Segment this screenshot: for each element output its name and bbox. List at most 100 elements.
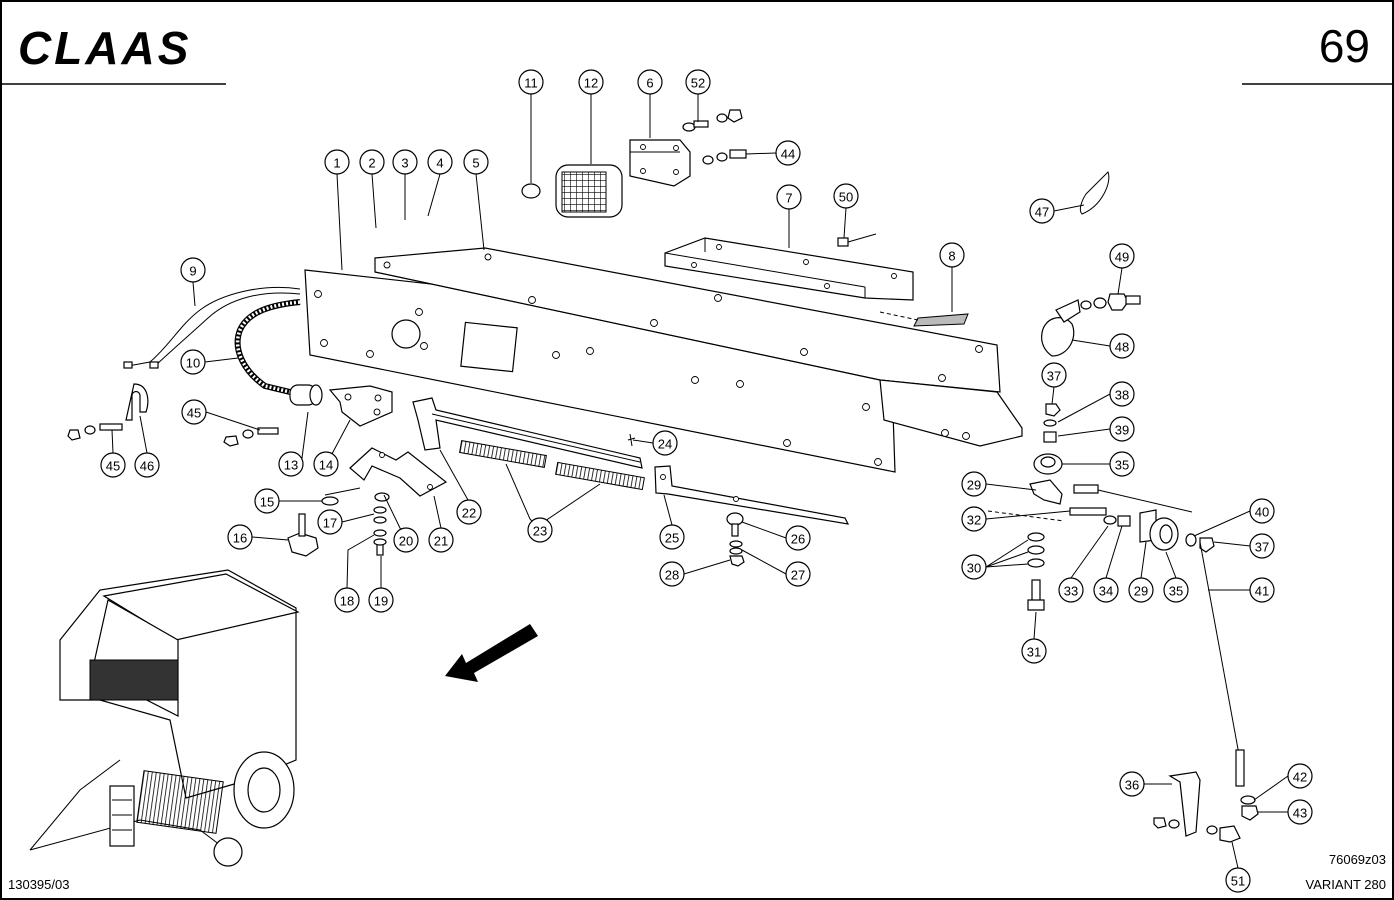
callout-6: 6 (637, 69, 663, 95)
callout-22: 22 (456, 499, 482, 525)
callout-number: 30 (967, 561, 981, 576)
callout-number: 42 (1293, 770, 1307, 785)
main-plate (304, 247, 1023, 473)
callout-number: 1 (333, 156, 340, 171)
callout-37b: 37 (1249, 533, 1275, 559)
callout-circle (1249, 533, 1275, 559)
callout-circle (181, 399, 207, 425)
callout-13: 13 (278, 451, 304, 477)
callout-21: 21 (428, 527, 454, 553)
callout-circle (1058, 577, 1084, 603)
sticker-part-8 (913, 313, 969, 327)
callout-circle (1041, 362, 1067, 388)
callout-circle (368, 587, 394, 613)
callout-circle (254, 488, 280, 514)
callout-circle (1109, 333, 1135, 359)
callout-4: 4 (427, 149, 453, 175)
callout-1: 1 (324, 149, 350, 175)
callout-34: 34 (1093, 577, 1119, 603)
callout-number: 52 (691, 76, 705, 91)
callout-30: 30 (961, 554, 987, 580)
strip-part-25 (654, 465, 850, 525)
callout-circle (776, 184, 802, 210)
callout-33: 33 (1058, 577, 1084, 603)
clamp-45-46 (67, 383, 279, 447)
callout-circle (1249, 577, 1275, 603)
callout-number: 5 (472, 156, 479, 171)
callout-number: 12 (584, 76, 598, 91)
callout-number: 48 (1115, 340, 1129, 355)
callout-number: 7 (785, 191, 792, 206)
callout-number: 26 (791, 532, 805, 547)
callout-circle (359, 149, 385, 175)
callout-number: 45 (187, 406, 201, 421)
callout-number: 29 (967, 478, 981, 493)
channel-part-7 (664, 237, 914, 301)
fasteners-15-19 (287, 492, 390, 557)
callout-circle (1109, 243, 1135, 269)
callout-38: 38 (1109, 381, 1135, 407)
callout-circle (393, 527, 419, 553)
leader-line-32 (974, 510, 1071, 520)
callout-number: 36 (1125, 778, 1139, 793)
callout-number: 34 (1099, 584, 1113, 599)
callout-circle (1109, 451, 1135, 477)
callout-number: 20 (399, 534, 413, 549)
callout-29a: 29 (961, 471, 987, 497)
callout-16: 16 (227, 524, 253, 550)
callout-circle (1021, 638, 1047, 664)
callout-number: 32 (967, 513, 981, 528)
callout-51: 51 (1225, 867, 1251, 893)
direction-arrow (445, 624, 538, 682)
callout-number: 11 (524, 76, 538, 91)
callout-circle (659, 561, 685, 587)
callout-number: 14 (319, 458, 333, 473)
callout-circle (100, 452, 126, 478)
callout-number: 37 (1047, 369, 1061, 384)
callout-12: 12 (578, 69, 604, 95)
callout-number: 51 (1231, 874, 1245, 889)
callout-circle (1287, 799, 1313, 825)
callout-32: 32 (961, 506, 987, 532)
callout-number: 31 (1027, 645, 1041, 660)
callout-49: 49 (1109, 243, 1135, 269)
callout-27: 27 (785, 561, 811, 587)
cables-9-10 (123, 286, 323, 406)
callout-circle (785, 525, 811, 551)
callout-number: 8 (948, 249, 955, 264)
callout-circle (659, 524, 685, 550)
callout-circle (463, 149, 489, 175)
callout-29b: 29 (1128, 577, 1154, 603)
callout-number: 50 (839, 190, 853, 205)
callout-number: 6 (646, 76, 653, 91)
callout-circle (427, 149, 453, 175)
callout-number: 46 (140, 459, 154, 474)
callout-circle (392, 149, 418, 175)
page-number: 69 (1319, 20, 1370, 72)
callout-number: 19 (374, 594, 388, 609)
callout-circle (685, 69, 711, 95)
callout-number: 21 (434, 534, 448, 549)
callout-47: 47 (1029, 198, 1055, 224)
lamp-assembly (521, 109, 877, 247)
callout-number: 18 (340, 594, 354, 609)
callout-number: 49 (1115, 250, 1129, 265)
pin-part-24 (627, 433, 636, 447)
callout-37a: 37 (1041, 362, 1067, 388)
callout-number: 44 (781, 147, 795, 162)
callout-8: 8 (939, 242, 965, 268)
callout-circle (456, 499, 482, 525)
callout-circle (1128, 577, 1154, 603)
callout-circle (652, 430, 678, 456)
callout-28: 28 (659, 561, 685, 587)
callout-number: 15 (260, 495, 274, 510)
callout-number: 38 (1115, 388, 1129, 403)
callout-number: 35 (1169, 584, 1183, 599)
callout-circle (1225, 867, 1251, 893)
callout-circle (227, 524, 253, 550)
callout-number: 45 (106, 459, 120, 474)
callout-9: 9 (180, 257, 206, 283)
brand-logo: CLAAS (18, 22, 188, 74)
callout-number: 4 (436, 156, 443, 171)
